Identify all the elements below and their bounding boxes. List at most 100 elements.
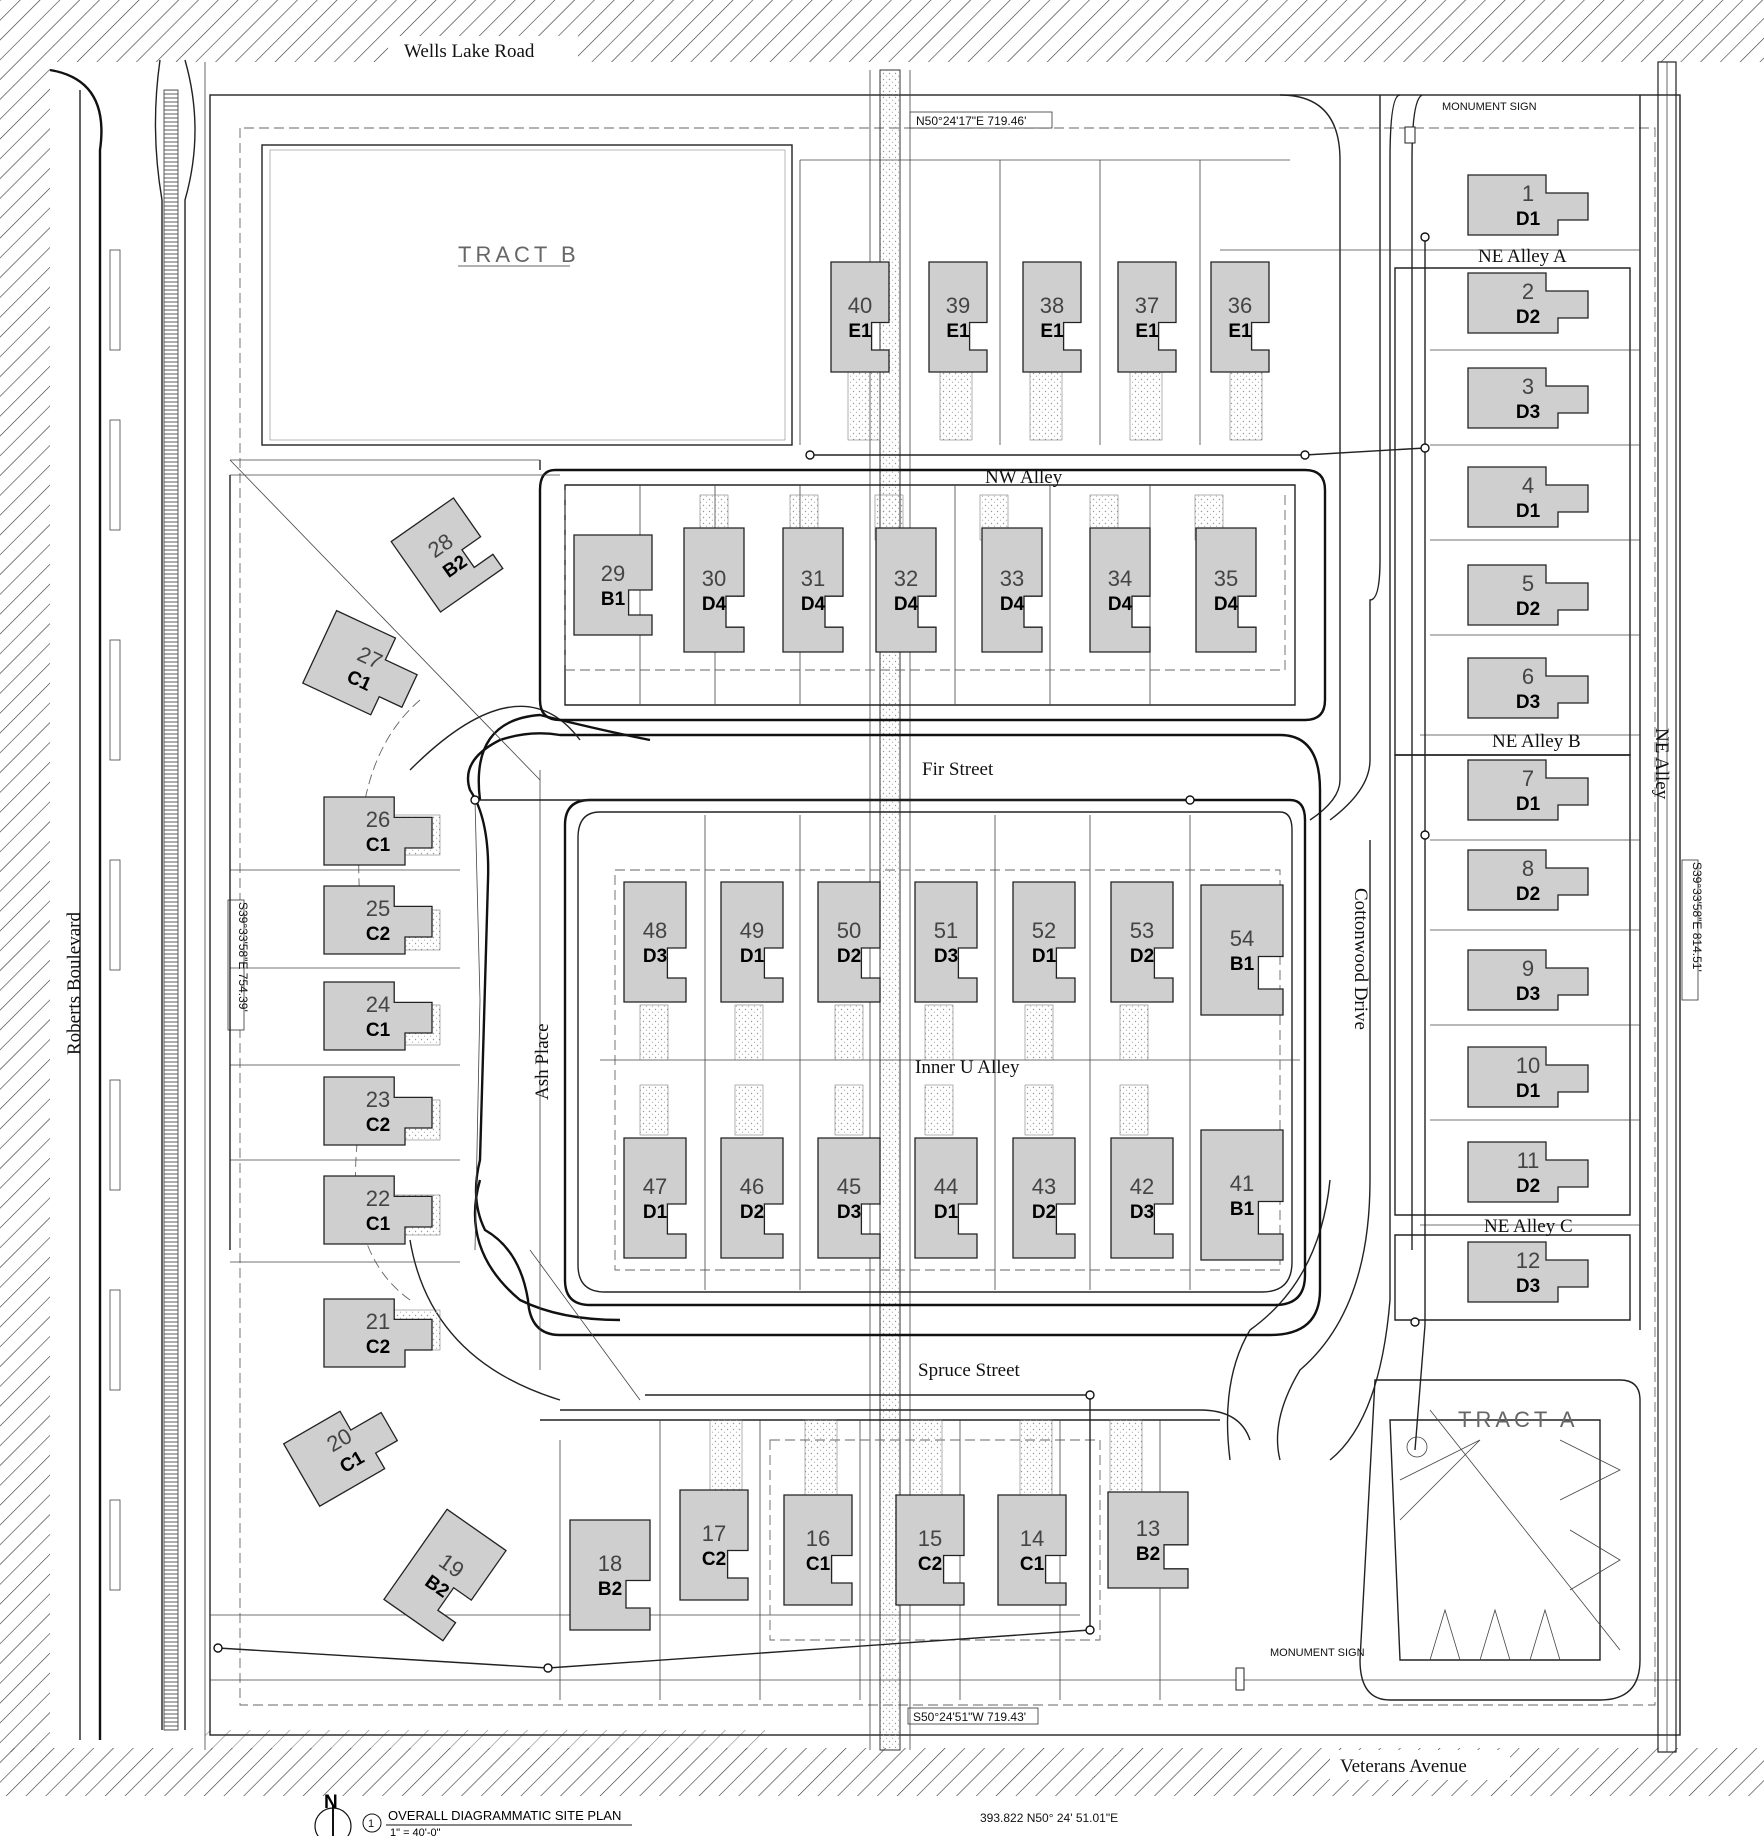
ne-alley-label: NE Alley [1651, 728, 1672, 800]
lot-footprint [323, 1175, 433, 1245]
lot-number: 25 [366, 896, 390, 921]
lot-footprint [914, 1137, 978, 1259]
tract-b [261, 144, 793, 446]
lot-type: E1 [848, 321, 872, 342]
lot-type: D1 [1516, 209, 1541, 230]
lot-number: 51 [934, 918, 958, 943]
lot-footprint [323, 1076, 433, 1146]
lot-type: D2 [1516, 307, 1540, 328]
lot-footprint [875, 527, 937, 653]
lot-number: 40 [848, 293, 872, 318]
lot-4: 4D1 [1467, 466, 1589, 528]
lot-number: 37 [1135, 293, 1159, 318]
lot-footprint [1467, 367, 1589, 429]
sheet-number: 1 [368, 1818, 374, 1830]
lot-number: 8 [1522, 856, 1534, 881]
lot-number: 4 [1522, 473, 1534, 498]
lot-number: 26 [366, 807, 390, 832]
lot-footprint [981, 527, 1043, 653]
lot-footprint [1022, 261, 1082, 373]
lot-number: 39 [946, 293, 970, 318]
lot-type: C2 [366, 1115, 390, 1136]
lot-number: 2 [1522, 279, 1534, 304]
lot-footprint [1110, 881, 1174, 1003]
roberts-boulevard-band [0, 62, 50, 1752]
lot-footprint [683, 527, 745, 653]
lot-type: D2 [1130, 946, 1154, 967]
lot-number: 24 [366, 992, 390, 1017]
lot-type: D1 [643, 1202, 668, 1223]
tract-a-label: TRACT A [1458, 1407, 1579, 1432]
lot-type: C1 [1020, 1554, 1045, 1575]
lot-type: D1 [934, 1202, 959, 1223]
lot-type: D1 [1516, 1081, 1541, 1102]
lot-footprint [914, 881, 978, 1003]
lot-type: B2 [598, 1579, 622, 1600]
lot-footprint [323, 885, 433, 955]
lot-number: 43 [1032, 1174, 1056, 1199]
lot-type: B1 [601, 589, 626, 610]
lot-number: 17 [702, 1521, 726, 1546]
lot-footprint [1467, 949, 1589, 1011]
nw-alley-label: NW Alley [985, 467, 1063, 488]
lot-number: 41 [1230, 1171, 1254, 1196]
lot-number: 35 [1214, 566, 1238, 591]
lot-footprint [1467, 657, 1589, 719]
bearing-north: N50°24'17"E 719.46' [916, 114, 1026, 128]
lot-footprint [997, 1494, 1067, 1606]
lot-1: 1D1 [1467, 174, 1589, 236]
lot-9: 9D3 [1467, 949, 1589, 1011]
ne-alley-corridor [869, 61, 1677, 1753]
lot-type: C2 [918, 1554, 942, 1575]
lot-number: 32 [894, 566, 918, 591]
lot-footprint [323, 796, 433, 866]
lot-type: D4 [1214, 594, 1239, 615]
lot-type: C1 [366, 1214, 391, 1235]
lot-footprint [1467, 466, 1589, 528]
bearing-south-box [907, 1707, 1039, 1725]
lot-type: C1 [806, 1554, 831, 1575]
lot-type: D1 [1516, 794, 1541, 815]
fir-street-label: Fir Street [922, 759, 994, 780]
lot-footprint [1467, 174, 1589, 236]
lot-number: 13 [1136, 1516, 1160, 1541]
lot-footprint [720, 881, 784, 1003]
lot-footprint [623, 1137, 687, 1259]
lot-number: 18 [598, 1551, 622, 1576]
lot-type: D1 [740, 946, 765, 967]
lot-number: 54 [1230, 926, 1254, 951]
utility-lines [213, 232, 1430, 1673]
lot-number: 48 [643, 918, 667, 943]
lot-2: 2D2 [1467, 272, 1589, 334]
loop-street [355, 699, 1322, 1441]
lot-footprint [323, 1298, 433, 1368]
lot-type: D2 [1516, 884, 1540, 905]
lot-number: 14 [1020, 1526, 1044, 1551]
lot-number: 30 [702, 566, 726, 591]
lot-type: C1 [366, 1020, 391, 1041]
lot-number: 50 [837, 918, 861, 943]
lot-type: E1 [1040, 321, 1064, 342]
lot-number: 5 [1522, 571, 1534, 596]
wells-lake-road-band [0, 0, 1764, 62]
lots: 1D12D23D34D15D26D37D18D29D310D111D212D31… [282, 174, 1589, 1642]
bearing-east: S39°33'58"E 814.51' [1690, 862, 1704, 972]
lot-footprint [1117, 261, 1177, 373]
bearing-west-box [227, 899, 245, 1031]
roberts-boulevard-band-east [205, 1730, 765, 1750]
